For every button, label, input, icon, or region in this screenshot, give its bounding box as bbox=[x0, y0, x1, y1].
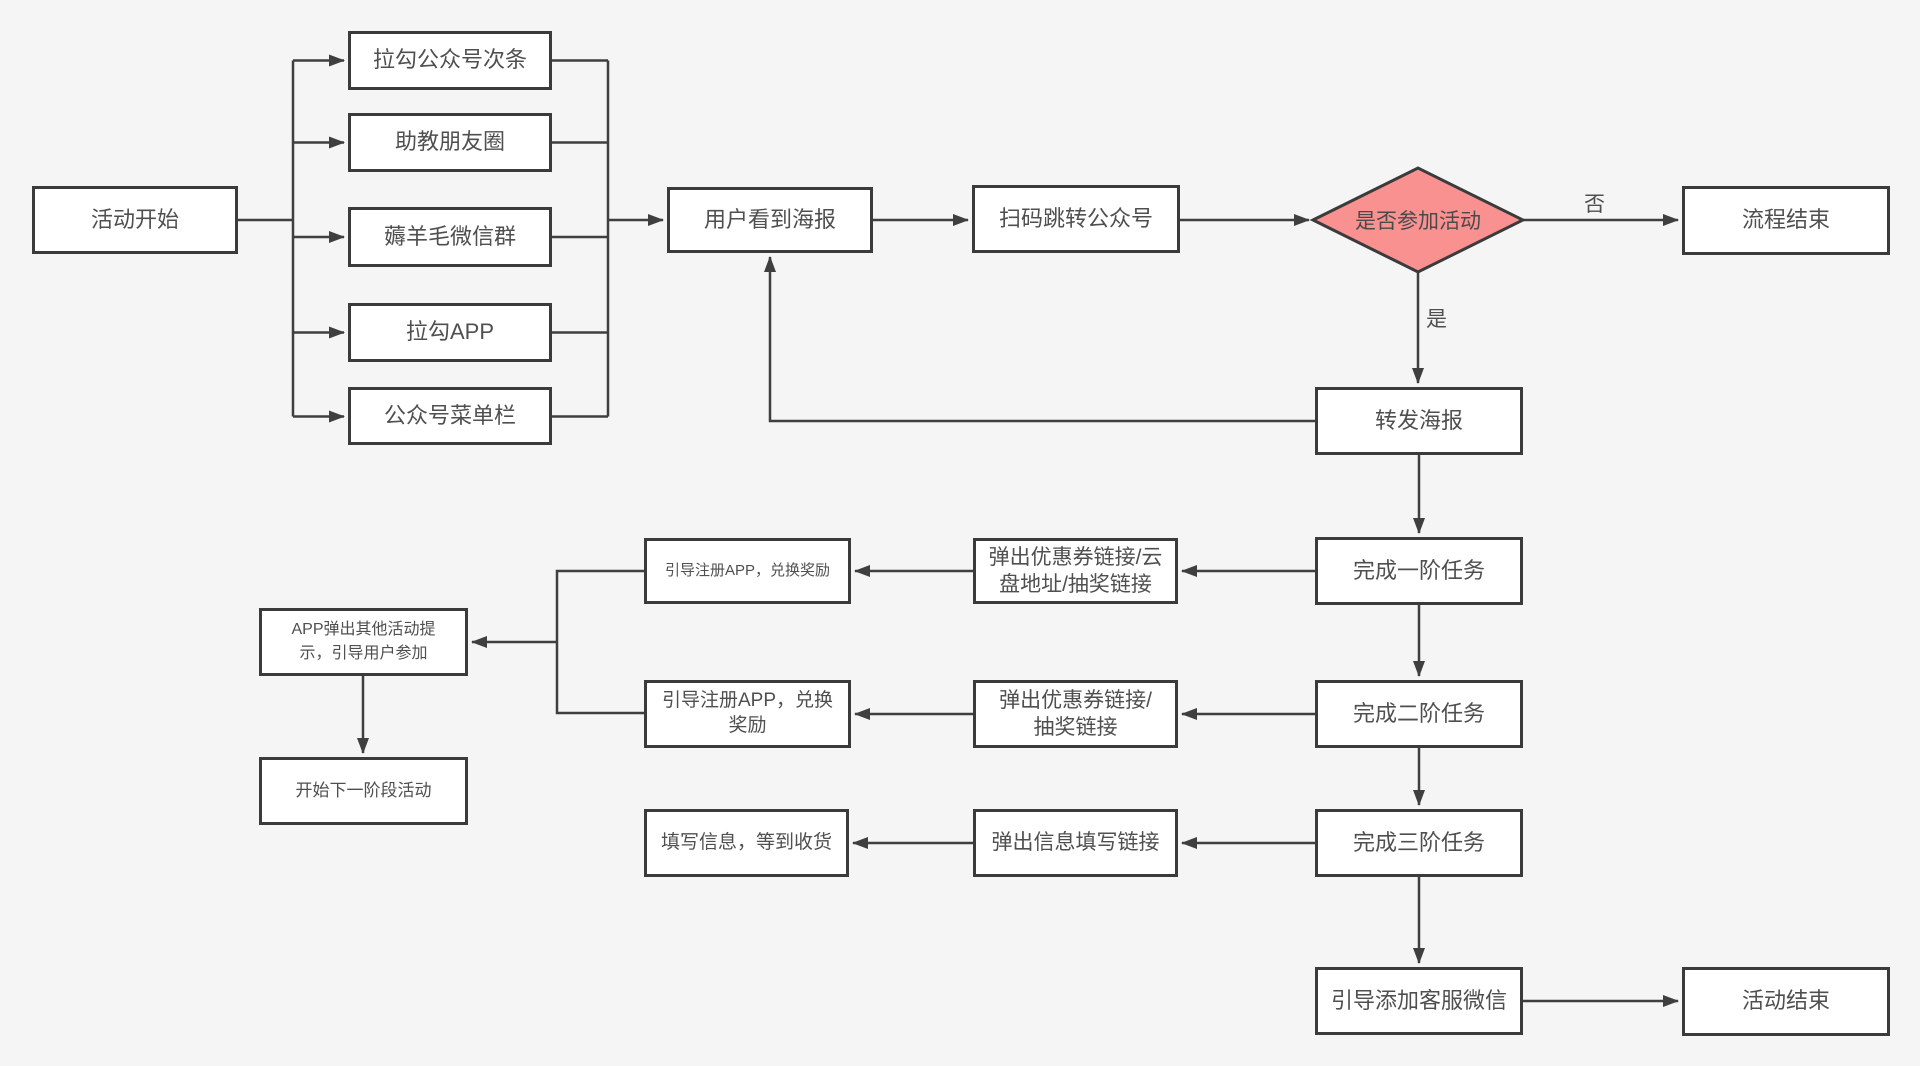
node-flow-end: 流程结束 bbox=[1682, 186, 1890, 255]
node-task-stage3: 完成三阶任务 bbox=[1315, 809, 1523, 877]
node-register-app-reward-stage2: 引导注册APP，兑换奖励 bbox=[644, 680, 851, 748]
decision-diamond-shape bbox=[1309, 166, 1527, 274]
edge-rewards-bracket bbox=[555, 569, 644, 715]
node-start-next-phase: 开始下一阶段活动 bbox=[259, 757, 468, 825]
node-task-stage1: 完成一阶任务 bbox=[1315, 537, 1523, 605]
node-add-service-wechat: 引导添加客服微信 bbox=[1315, 967, 1523, 1035]
edge-label-no: 否 bbox=[1584, 193, 1605, 216]
edge-forward-poster-feedback bbox=[764, 256, 1315, 423]
node-coupon-link-stage2: 弹出优惠券链接/抽奖链接 bbox=[973, 680, 1178, 748]
node-src-wechat-group: 薅羊毛微信群 bbox=[348, 207, 552, 267]
node-src-lagou-gzh-article: 拉勾公众号次条 bbox=[348, 31, 552, 90]
edge-label-yes: 是 bbox=[1426, 308, 1447, 331]
node-src-gzh-menu: 公众号菜单栏 bbox=[348, 387, 552, 445]
node-info-fill-link: 弹出信息填写链接 bbox=[973, 809, 1178, 877]
node-activity-end: 活动结束 bbox=[1682, 967, 1890, 1036]
node-scan-jump-gzh: 扫码跳转公众号 bbox=[972, 185, 1180, 253]
node-task-stage2: 完成二阶任务 bbox=[1315, 680, 1523, 748]
node-register-app-reward-stage1: 引导注册APP，兑换奖励 bbox=[644, 538, 851, 604]
node-app-other-activity-prompt: APP弹出其他活动提示，引导用户参加 bbox=[259, 608, 468, 676]
node-src-lagou-app: 拉勾APP bbox=[348, 303, 552, 362]
node-fill-info-wait-delivery: 填写信息，等到收货 bbox=[644, 809, 849, 877]
node-forward-poster: 转发海报 bbox=[1315, 387, 1523, 455]
node-start: 活动开始 bbox=[32, 186, 238, 254]
node-decision-join-activity: 是否参加活动 bbox=[1355, 210, 1481, 233]
node-coupon-link-stage1: 弹出优惠券链接/云盘地址/抽奖链接 bbox=[973, 538, 1178, 604]
node-src-tutor-moments: 助教朋友圈 bbox=[348, 113, 552, 172]
node-user-sees-poster: 用户看到海报 bbox=[667, 187, 873, 253]
